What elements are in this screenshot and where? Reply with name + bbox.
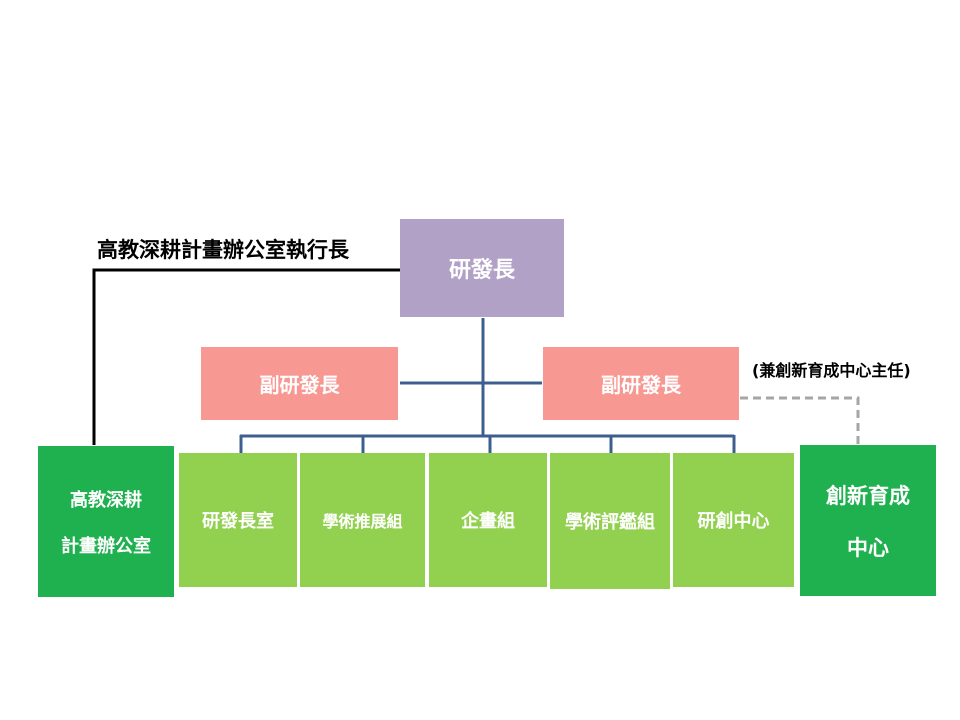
right-office-line1: 創新育成: [826, 483, 910, 508]
unit-label-1: 研發長室: [202, 511, 274, 532]
left-office-box: 高教深耕 計畫辦公室: [38, 446, 174, 597]
deputy-box-right: 副研發長: [543, 347, 739, 420]
director-box: 研發長: [400, 219, 564, 317]
unit-label-4: 學術評鑑組: [565, 512, 655, 533]
left-office-line2: 計畫辦公室: [61, 535, 151, 557]
unit-box-1: 研發長室: [179, 453, 297, 587]
right-office-line2: 中心: [847, 535, 889, 560]
unit-box-3: 企畫組: [429, 453, 547, 587]
director-label: 研發長: [448, 258, 515, 283]
left-office-line1: 高教深耕: [70, 489, 142, 511]
exec-label: 高教深耕計畫辦公室執行長: [97, 238, 349, 262]
deputy-note: (兼創新育成中心主任): [752, 361, 911, 380]
unit-label-5: 研創中心: [697, 511, 770, 532]
unit-box-5: 研創中心: [673, 453, 794, 587]
incubation-dashed-line: [740, 396, 860, 445]
unit-label-3: 企畫組: [461, 511, 515, 532]
unit-box-4: 學術評鑑組: [550, 453, 670, 589]
right-office-box: 創新育成 中心: [800, 445, 936, 596]
exec-line: [92, 268, 400, 445]
unit-label-2: 學術推展組: [322, 512, 403, 531]
deputy-box-left: 副研發長: [201, 347, 398, 420]
deputy-label-right: 副研發長: [601, 373, 681, 397]
unit-box-2: 學術推展組: [300, 453, 425, 587]
deputy-label-left: 副研發長: [259, 373, 340, 397]
